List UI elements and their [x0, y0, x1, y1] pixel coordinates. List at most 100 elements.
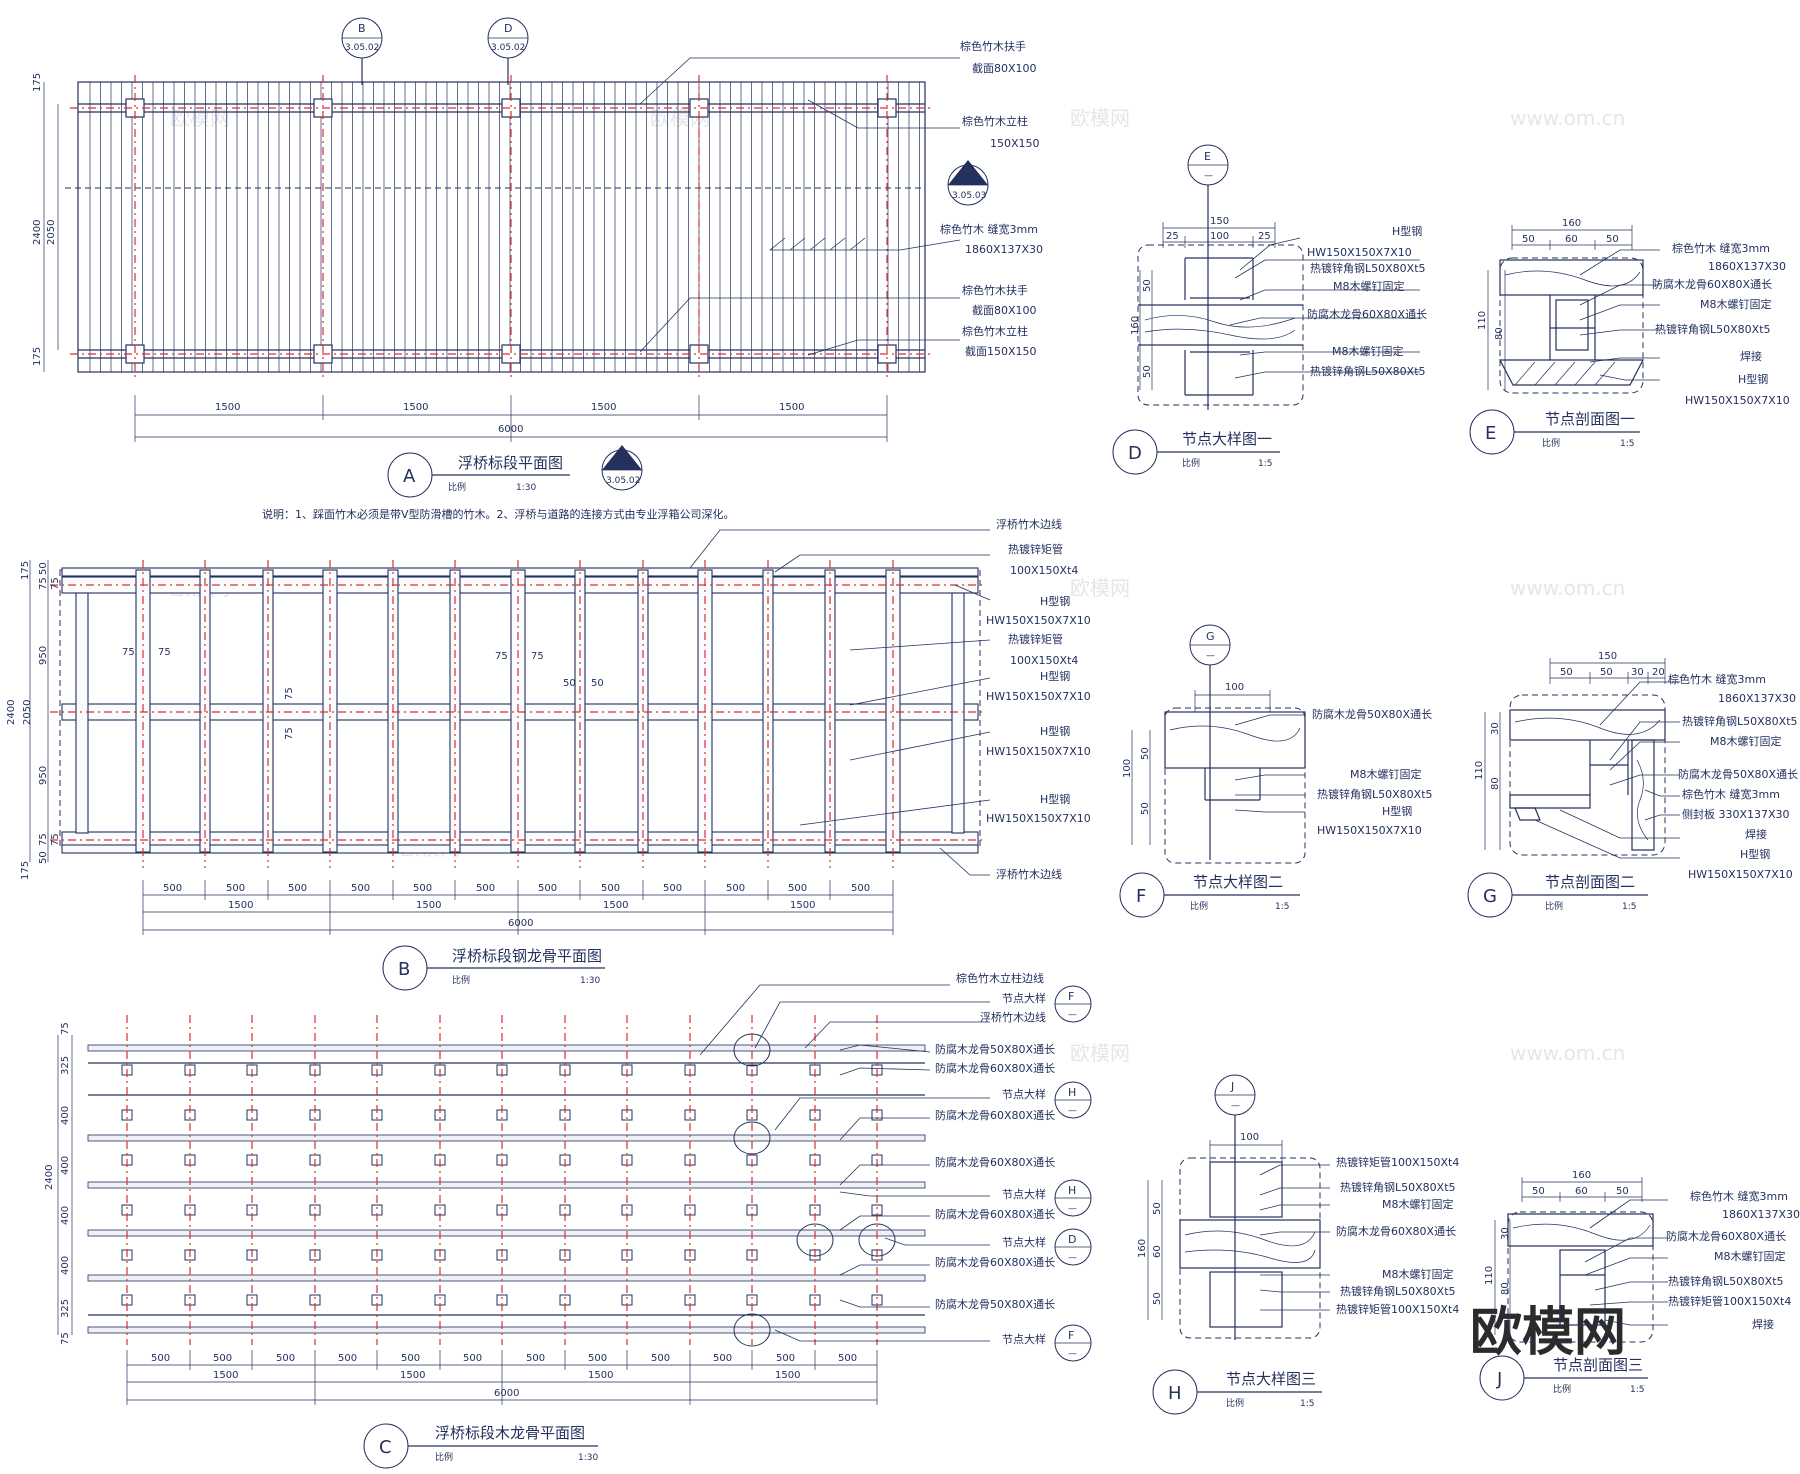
- dim-total: 6000: [508, 918, 533, 929]
- dim: 50: [38, 851, 49, 864]
- detail-j: 160 50 60 50 110 30 80 棕色竹木 缝宽3mm 1860X1…: [1479, 1170, 1800, 1401]
- inner-dim: 50: [591, 678, 604, 689]
- tag-sub: —: [1068, 1106, 1077, 1116]
- tag-letter: F: [1068, 1329, 1074, 1342]
- scale-label: 比例: [1545, 900, 1563, 912]
- watermark-url: www.om.cn: [1510, 106, 1625, 130]
- dim: 325: [60, 1299, 71, 1318]
- label: 热镀锌矩管100X150Xt4: [1668, 1294, 1791, 1308]
- dim: 1500: [213, 1370, 238, 1381]
- label: H型钢: [1740, 847, 1770, 861]
- dim: 60: [1575, 1186, 1588, 1197]
- dim: 500: [226, 883, 245, 894]
- label: 防腐木龙骨60X80X通长: [935, 1207, 1055, 1221]
- dim: 30: [1490, 722, 1501, 735]
- label: 热镀锌角钢L50X80Xt5: [1340, 1284, 1456, 1298]
- label: 节点大样: [1002, 1087, 1046, 1101]
- label: 棕色竹木立柱: [962, 324, 1028, 338]
- dim: 30: [1500, 1227, 1511, 1240]
- label: H型钢: [1738, 372, 1768, 386]
- dim: 500: [276, 1353, 295, 1364]
- tag-letter: E: [1204, 150, 1211, 163]
- label: H型钢: [1040, 792, 1070, 806]
- dim: 2050: [22, 700, 33, 725]
- label: M8木螺钉固定: [1710, 734, 1782, 748]
- label: M8木螺钉固定: [1714, 1249, 1786, 1263]
- tag-letter: D: [1068, 1233, 1076, 1246]
- plan-b-red-axes: [50, 560, 985, 868]
- dim: 150: [1210, 216, 1229, 227]
- steel-member: [75, 592, 89, 834]
- label: 防腐木龙骨60X80X通长: [1652, 277, 1772, 291]
- dim: 110: [1477, 311, 1488, 330]
- label: 1860X137X30: [1718, 692, 1796, 705]
- dim: 50: [38, 562, 49, 575]
- label: 截面150X150: [965, 344, 1037, 358]
- label: M8木螺钉固定: [1382, 1197, 1454, 1211]
- label: M8木螺钉固定: [1350, 767, 1422, 781]
- dim: 150: [1598, 651, 1617, 662]
- label: 热镀锌角钢L50X80Xt5: [1668, 1274, 1784, 1288]
- label: 热镀锌角钢L50X80Xt5: [1340, 1180, 1456, 1194]
- section-ref: 3.05.02: [491, 43, 525, 53]
- dim: 50: [1152, 1202, 1163, 1215]
- tag-letter: F: [1068, 990, 1074, 1003]
- dim: 500: [788, 883, 807, 894]
- dim: 1500: [790, 900, 815, 911]
- dim: 500: [413, 883, 432, 894]
- tag-sub: —: [1206, 651, 1215, 661]
- ref-code: 3.05.02: [606, 476, 640, 486]
- tag-sub: —: [1204, 171, 1213, 181]
- dim: 1500: [775, 1370, 800, 1381]
- dim: 400: [60, 1106, 71, 1125]
- title-letter: D: [1128, 443, 1142, 464]
- section-ref: 3.05.03: [952, 191, 986, 201]
- inner-dim: 75: [284, 727, 295, 740]
- plan-b-steel-grid: [61, 567, 979, 854]
- label: 防腐木龙骨60X80X通长: [935, 1155, 1055, 1169]
- dim: 950: [38, 766, 49, 785]
- title-letter: F: [1136, 886, 1146, 907]
- plan-a-red-axes: [70, 75, 930, 380]
- plan-a-labels: 棕色竹木扶手 截面80X100 棕色竹木立柱 150X150 棕色竹木 缝宽3m…: [639, 39, 1043, 358]
- dim: 100: [1122, 759, 1133, 778]
- detail-h: J — 100 50 160 60 50 热镀锌矩管100X150Xt4 热镀锌…: [1137, 1074, 1459, 1415]
- label: 1860X137X30: [1708, 260, 1786, 273]
- tag-sub: —: [1068, 1349, 1077, 1359]
- title-letter: A: [403, 466, 416, 487]
- tag-sub: —: [1231, 1101, 1240, 1111]
- label: HW150X150X7X10: [1307, 246, 1412, 259]
- detail-tag: J —: [1214, 1074, 1256, 1340]
- label: 棕色竹木扶手: [962, 283, 1028, 297]
- dim: 175: [20, 561, 31, 580]
- label: 防腐木龙骨60X80X通长: [935, 1061, 1055, 1075]
- label: H型钢: [1392, 224, 1422, 238]
- plan-a-deck-slats: [89, 82, 920, 372]
- detail-g: 150 50 50 30 20 110 30 80 棕色竹木 缝宽3mm 186…: [1467, 651, 1798, 918]
- label: 热镀锌矩管100X150Xt4: [1336, 1302, 1459, 1316]
- title: 节点剖面图二: [1545, 873, 1635, 891]
- label: M8木螺钉固定: [1700, 297, 1772, 311]
- watermark-logo: 欧模网: [1470, 1303, 1626, 1363]
- label: 150X150: [990, 137, 1040, 150]
- watermark-url: www.om.cn: [1510, 1041, 1625, 1065]
- dim: 25: [1258, 231, 1271, 242]
- inner-dim: 75: [531, 651, 544, 662]
- label: 棕色竹木立柱边线: [956, 971, 1044, 985]
- section-marker-b: B 3.05.02: [341, 17, 383, 85]
- label: 浮桥竹木边线: [996, 517, 1062, 531]
- plan-b-title: B 浮桥标段钢龙骨平面图 比例 1:30: [382, 945, 605, 991]
- plan-a-float-bridge: B 3.05.02 D 3.05.02 A 3.05.03 棕色竹木扶手 截面8…: [32, 17, 1043, 521]
- section-ref: 3.05.02: [345, 43, 379, 53]
- dim: 500: [151, 1353, 170, 1364]
- detail-tag: E —: [1187, 144, 1229, 410]
- wood-joist-band: [87, 1326, 926, 1334]
- dim: 80: [1500, 1282, 1511, 1295]
- dim: 50: [1522, 234, 1535, 245]
- label: 防腐木龙骨50X80X通长: [1678, 767, 1798, 781]
- label: HW150X150X7X10: [986, 745, 1091, 758]
- title: 节点剖面图三: [1553, 1356, 1643, 1374]
- label: 侧封板 330X137X30: [1682, 807, 1790, 821]
- scale: 1:5: [1620, 439, 1634, 449]
